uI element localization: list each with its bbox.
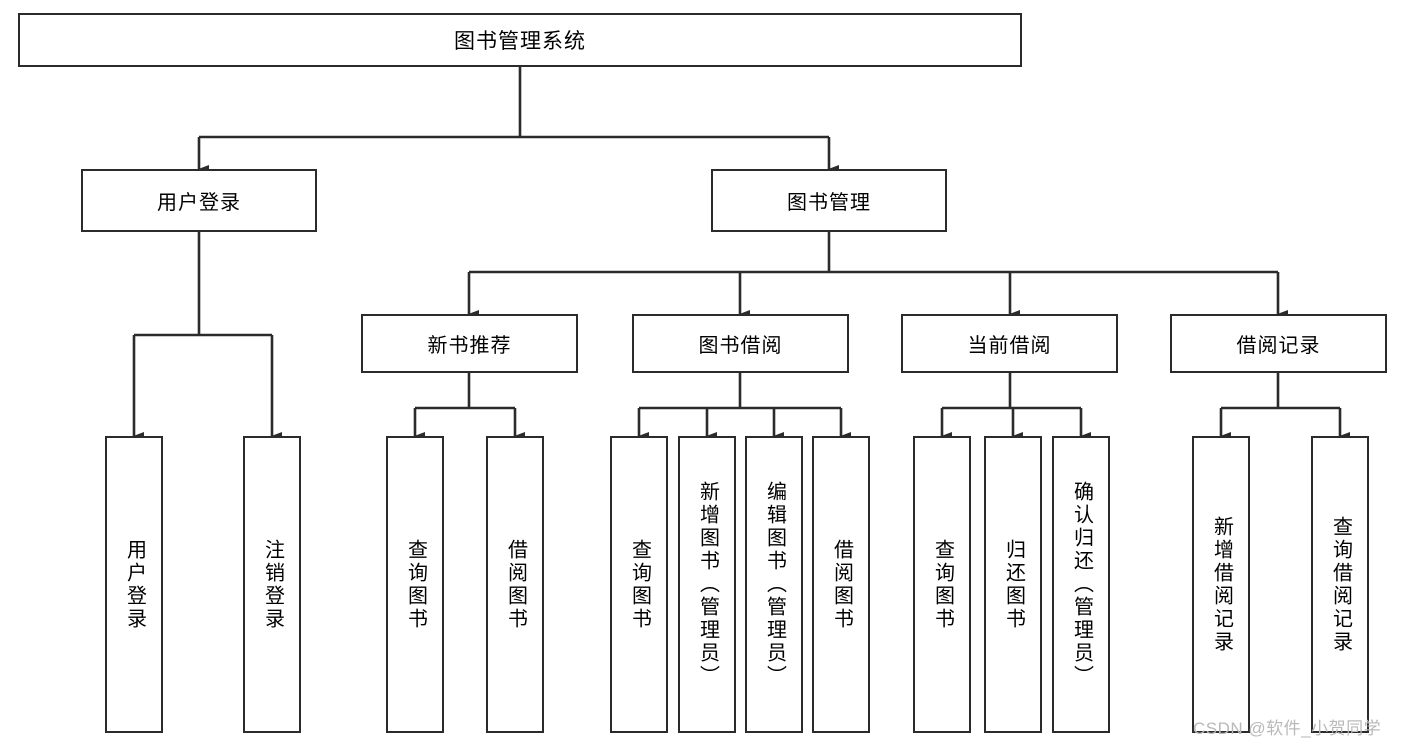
node-label: 用户登录: [157, 192, 241, 214]
node-label: 查询借阅记录: [1329, 515, 1352, 654]
node-level3-1: 图书借阅: [632, 314, 849, 373]
node-label: 图书借阅: [698, 335, 783, 357]
node-leaf-11: 新增借阅记录: [1192, 436, 1250, 733]
node-leaf-4: 查询图书: [610, 436, 668, 733]
node-label: 注销登录: [261, 538, 284, 631]
node-label: 新增借阅记录: [1210, 515, 1233, 654]
node-leaf-12: 查询借阅记录: [1311, 436, 1369, 733]
node-leaf-10: 确认归还（管理员）: [1052, 436, 1110, 733]
node-leaf-5: 新增图书（管理员）: [678, 436, 736, 733]
node-label: 图书管理: [787, 192, 871, 214]
node-leaf-6: 编辑图书（管理员）: [745, 436, 803, 733]
node-level2-1: 图书管理: [711, 169, 947, 232]
node-leaf-0: 用户登录: [105, 436, 163, 733]
node-label: 归还图书: [1002, 538, 1025, 631]
node-label: 确认归还（管理员）: [1070, 481, 1093, 688]
node-leaf-1: 注销登录: [243, 436, 301, 733]
node-leaf-2: 查询图书: [386, 436, 444, 733]
node-label: 用户登录: [123, 538, 146, 631]
node-label: 查询图书: [628, 538, 651, 631]
node-label: 图书管理系统: [454, 30, 586, 53]
node-level3-2: 当前借阅: [901, 314, 1118, 373]
node-leaf-8: 查询图书: [913, 436, 971, 733]
node-label: 借阅图书: [504, 538, 527, 631]
node-label: 新增图书（管理员）: [696, 481, 719, 688]
node-label: 当前借阅: [967, 335, 1052, 357]
node-label: 查询图书: [404, 538, 427, 631]
node-root-图书管理系统: 图书管理系统: [18, 13, 1022, 67]
node-level3-3: 借阅记录: [1170, 314, 1387, 373]
node-leaf-7: 借阅图书: [812, 436, 870, 733]
node-leaf-9: 归还图书: [984, 436, 1042, 733]
node-label: 编辑图书（管理员）: [763, 481, 786, 688]
node-label: 新书推荐: [427, 335, 512, 357]
node-label: 借阅记录: [1236, 335, 1321, 357]
node-leaf-3: 借阅图书: [486, 436, 544, 733]
node-level3-0: 新书推荐: [361, 314, 578, 373]
node-level2-0: 用户登录: [81, 169, 317, 232]
node-label: 查询图书: [931, 538, 954, 631]
node-label: 借阅图书: [830, 538, 853, 631]
